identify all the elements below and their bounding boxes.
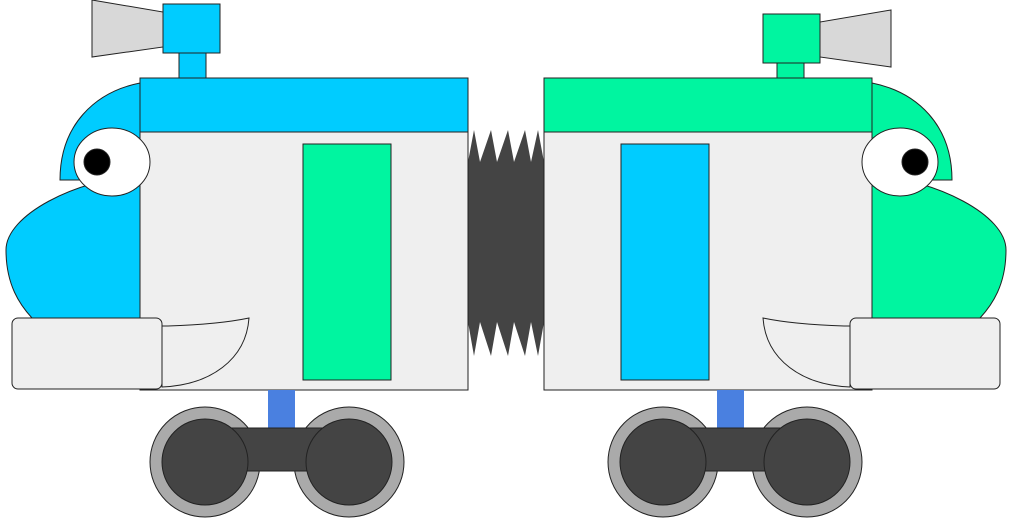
wheel <box>161 418 249 506</box>
eye <box>861 127 939 197</box>
eye <box>73 127 151 197</box>
wheel <box>619 418 707 506</box>
wheel-stem <box>717 390 744 430</box>
pupil <box>901 148 929 176</box>
pupil <box>83 148 111 176</box>
horn-stem <box>178 52 207 80</box>
horn <box>91 0 164 58</box>
window <box>302 143 392 381</box>
wheel <box>763 418 851 506</box>
horn-box <box>762 13 821 64</box>
roof-band <box>543 77 873 133</box>
window <box>620 143 710 381</box>
bumper <box>11 317 163 390</box>
mouth <box>161 317 250 388</box>
right-train-car <box>543 9 1007 518</box>
bumper <box>849 317 1001 390</box>
left-train-car <box>5 0 469 518</box>
horn <box>819 9 892 68</box>
mouth <box>762 317 851 388</box>
nose-bulge <box>5 174 141 319</box>
roof-band <box>139 77 469 133</box>
bellows-connector <box>468 130 544 356</box>
horn-box <box>162 3 221 54</box>
nose-bulge <box>871 174 1007 319</box>
wheel <box>305 418 393 506</box>
wheel-stem <box>268 390 295 430</box>
